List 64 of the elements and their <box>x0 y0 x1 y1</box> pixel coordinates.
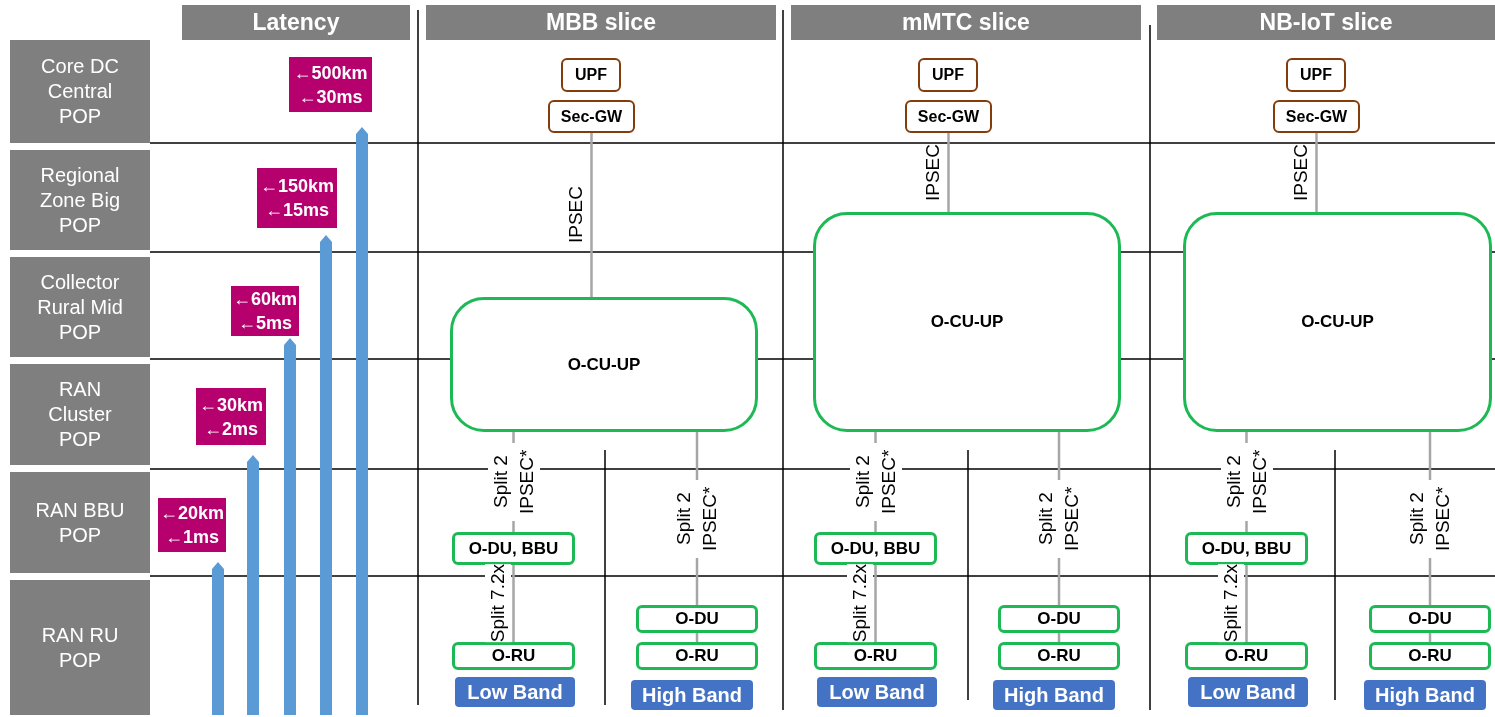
latency-badge <box>289 57 372 112</box>
function-box: O-RU <box>814 642 937 670</box>
latency-value: ←1ms <box>165 526 219 549</box>
column-header: MBB slice <box>426 5 776 40</box>
edge-label: Split 7.2x <box>1217 564 1244 643</box>
row-label: RAN BBU POP <box>10 472 150 573</box>
function-box: Sec-GW <box>905 100 992 133</box>
edge-label: Split 2 IPSEC* <box>1220 443 1273 521</box>
function-box: O-RU <box>452 642 575 670</box>
edge-label: Split 7.2x <box>846 564 873 643</box>
connector-line <box>590 133 593 297</box>
function-box: UPF <box>1286 58 1346 92</box>
function-box: O-DU <box>636 605 758 633</box>
function-box: UPF <box>918 58 978 92</box>
function-box: O-DU, BBU <box>452 532 575 565</box>
row-label: Collector Rural Mid POP <box>10 257 150 357</box>
latency-badge <box>158 498 226 552</box>
latency-value: ←2ms <box>204 417 258 441</box>
row-label: RAN Cluster POP <box>10 364 150 465</box>
band-tag: High Band <box>631 680 753 710</box>
connector-line <box>947 133 950 212</box>
function-box: Sec-GW <box>1273 100 1360 133</box>
function-box: UPF <box>561 58 621 92</box>
band-tag: Low Band <box>455 677 575 707</box>
connector-line <box>512 565 515 642</box>
function-box: O-RU <box>998 642 1120 670</box>
function-box: O-DU, BBU <box>814 532 937 565</box>
edge-label: Split 2 IPSEC* <box>849 443 902 521</box>
latency-value: ←30km <box>198 393 263 417</box>
edge-label: Split 2 IPSEC* <box>487 443 540 521</box>
latency-value: ←20km <box>159 502 224 525</box>
row-label: Regional Zone Big POP <box>10 150 150 250</box>
latency-value: ←5ms <box>238 312 292 335</box>
row-label: Core DC Central POP <box>10 40 150 143</box>
function-box: O-RU <box>1185 642 1308 670</box>
connector-line <box>1315 133 1318 212</box>
function-box: O-CU-UP <box>450 297 758 432</box>
latency-value: ←30ms <box>298 85 363 109</box>
latency-value: ←60km <box>232 288 297 311</box>
function-box: O-DU <box>998 605 1120 633</box>
column-header: Latency <box>182 5 410 40</box>
function-box: O-DU, BBU <box>1185 532 1308 565</box>
latency-value: ←500km <box>293 61 368 85</box>
function-box: O-DU <box>1369 605 1491 633</box>
latency-badge <box>196 388 266 445</box>
latency-badge <box>257 168 337 228</box>
band-tag: High Band <box>993 680 1115 710</box>
band-tag: Low Band <box>1188 677 1308 707</box>
column-header: NB-IoT slice <box>1157 5 1495 40</box>
function-box: O-RU <box>1369 642 1491 670</box>
band-tag: Low Band <box>817 677 937 707</box>
function-box: O-RU <box>636 642 758 670</box>
column-header: mMTC slice <box>791 5 1141 40</box>
function-box: O-CU-UP <box>1183 212 1492 432</box>
function-box: Sec-GW <box>548 100 635 133</box>
connector-line <box>1245 565 1248 642</box>
latency-value: ←15ms <box>264 199 329 222</box>
row-label: RAN RU POP <box>10 580 150 715</box>
latency-badge <box>231 286 299 336</box>
edge-label: Split 7.2x <box>484 564 511 643</box>
latency-value: ←150km <box>259 175 335 198</box>
function-box: O-CU-UP <box>813 212 1121 432</box>
connector-line <box>874 565 877 642</box>
band-tag: High Band <box>1364 680 1486 710</box>
